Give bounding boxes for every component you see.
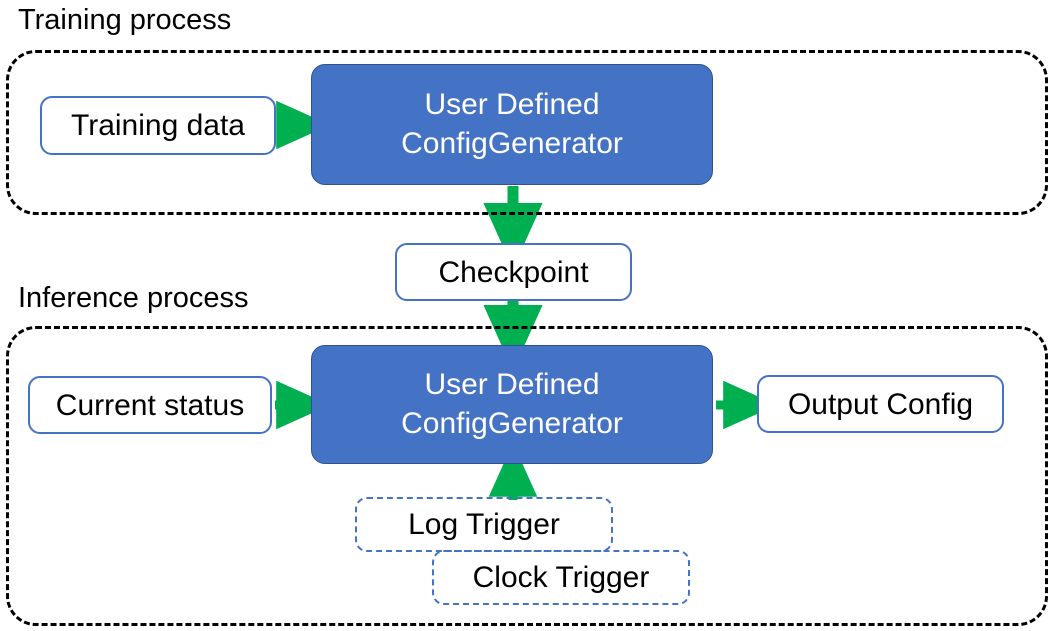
clock-trigger-label: Clock Trigger xyxy=(472,560,650,594)
checkpoint-box[interactable]: Checkpoint xyxy=(395,243,632,301)
training-generator-label-line1: User Defined xyxy=(424,88,600,122)
output-config-box[interactable]: Output Config xyxy=(757,375,1004,433)
inference-config-generator-box[interactable]: User Defined ConfigGenerator xyxy=(311,345,713,464)
training-generator-label-line2: ConfigGenerator xyxy=(401,126,623,160)
current-status-box[interactable]: Current status xyxy=(28,376,272,434)
inference-process-container xyxy=(6,326,1048,626)
training-config-generator-box[interactable]: User Defined ConfigGenerator xyxy=(311,64,713,185)
output-config-label: Output Config xyxy=(787,387,974,421)
log-trigger-box[interactable]: Log Trigger xyxy=(355,497,613,552)
inference-generator-label-line2: ConfigGenerator xyxy=(401,406,623,440)
checkpoint-label: Checkpoint xyxy=(438,255,589,289)
training-process-container xyxy=(6,50,1048,215)
training-data-label: Training data xyxy=(71,109,245,142)
current-status-label: Current status xyxy=(55,388,245,422)
log-trigger-label: Log Trigger xyxy=(408,507,560,541)
clock-trigger-box[interactable]: Clock Trigger xyxy=(432,550,690,605)
training-data-box[interactable]: Training data xyxy=(40,96,276,155)
inference-process-label: Inference process xyxy=(18,282,249,314)
training-process-label: Training process xyxy=(18,4,232,36)
inference-generator-label-line1: User Defined xyxy=(424,368,600,402)
